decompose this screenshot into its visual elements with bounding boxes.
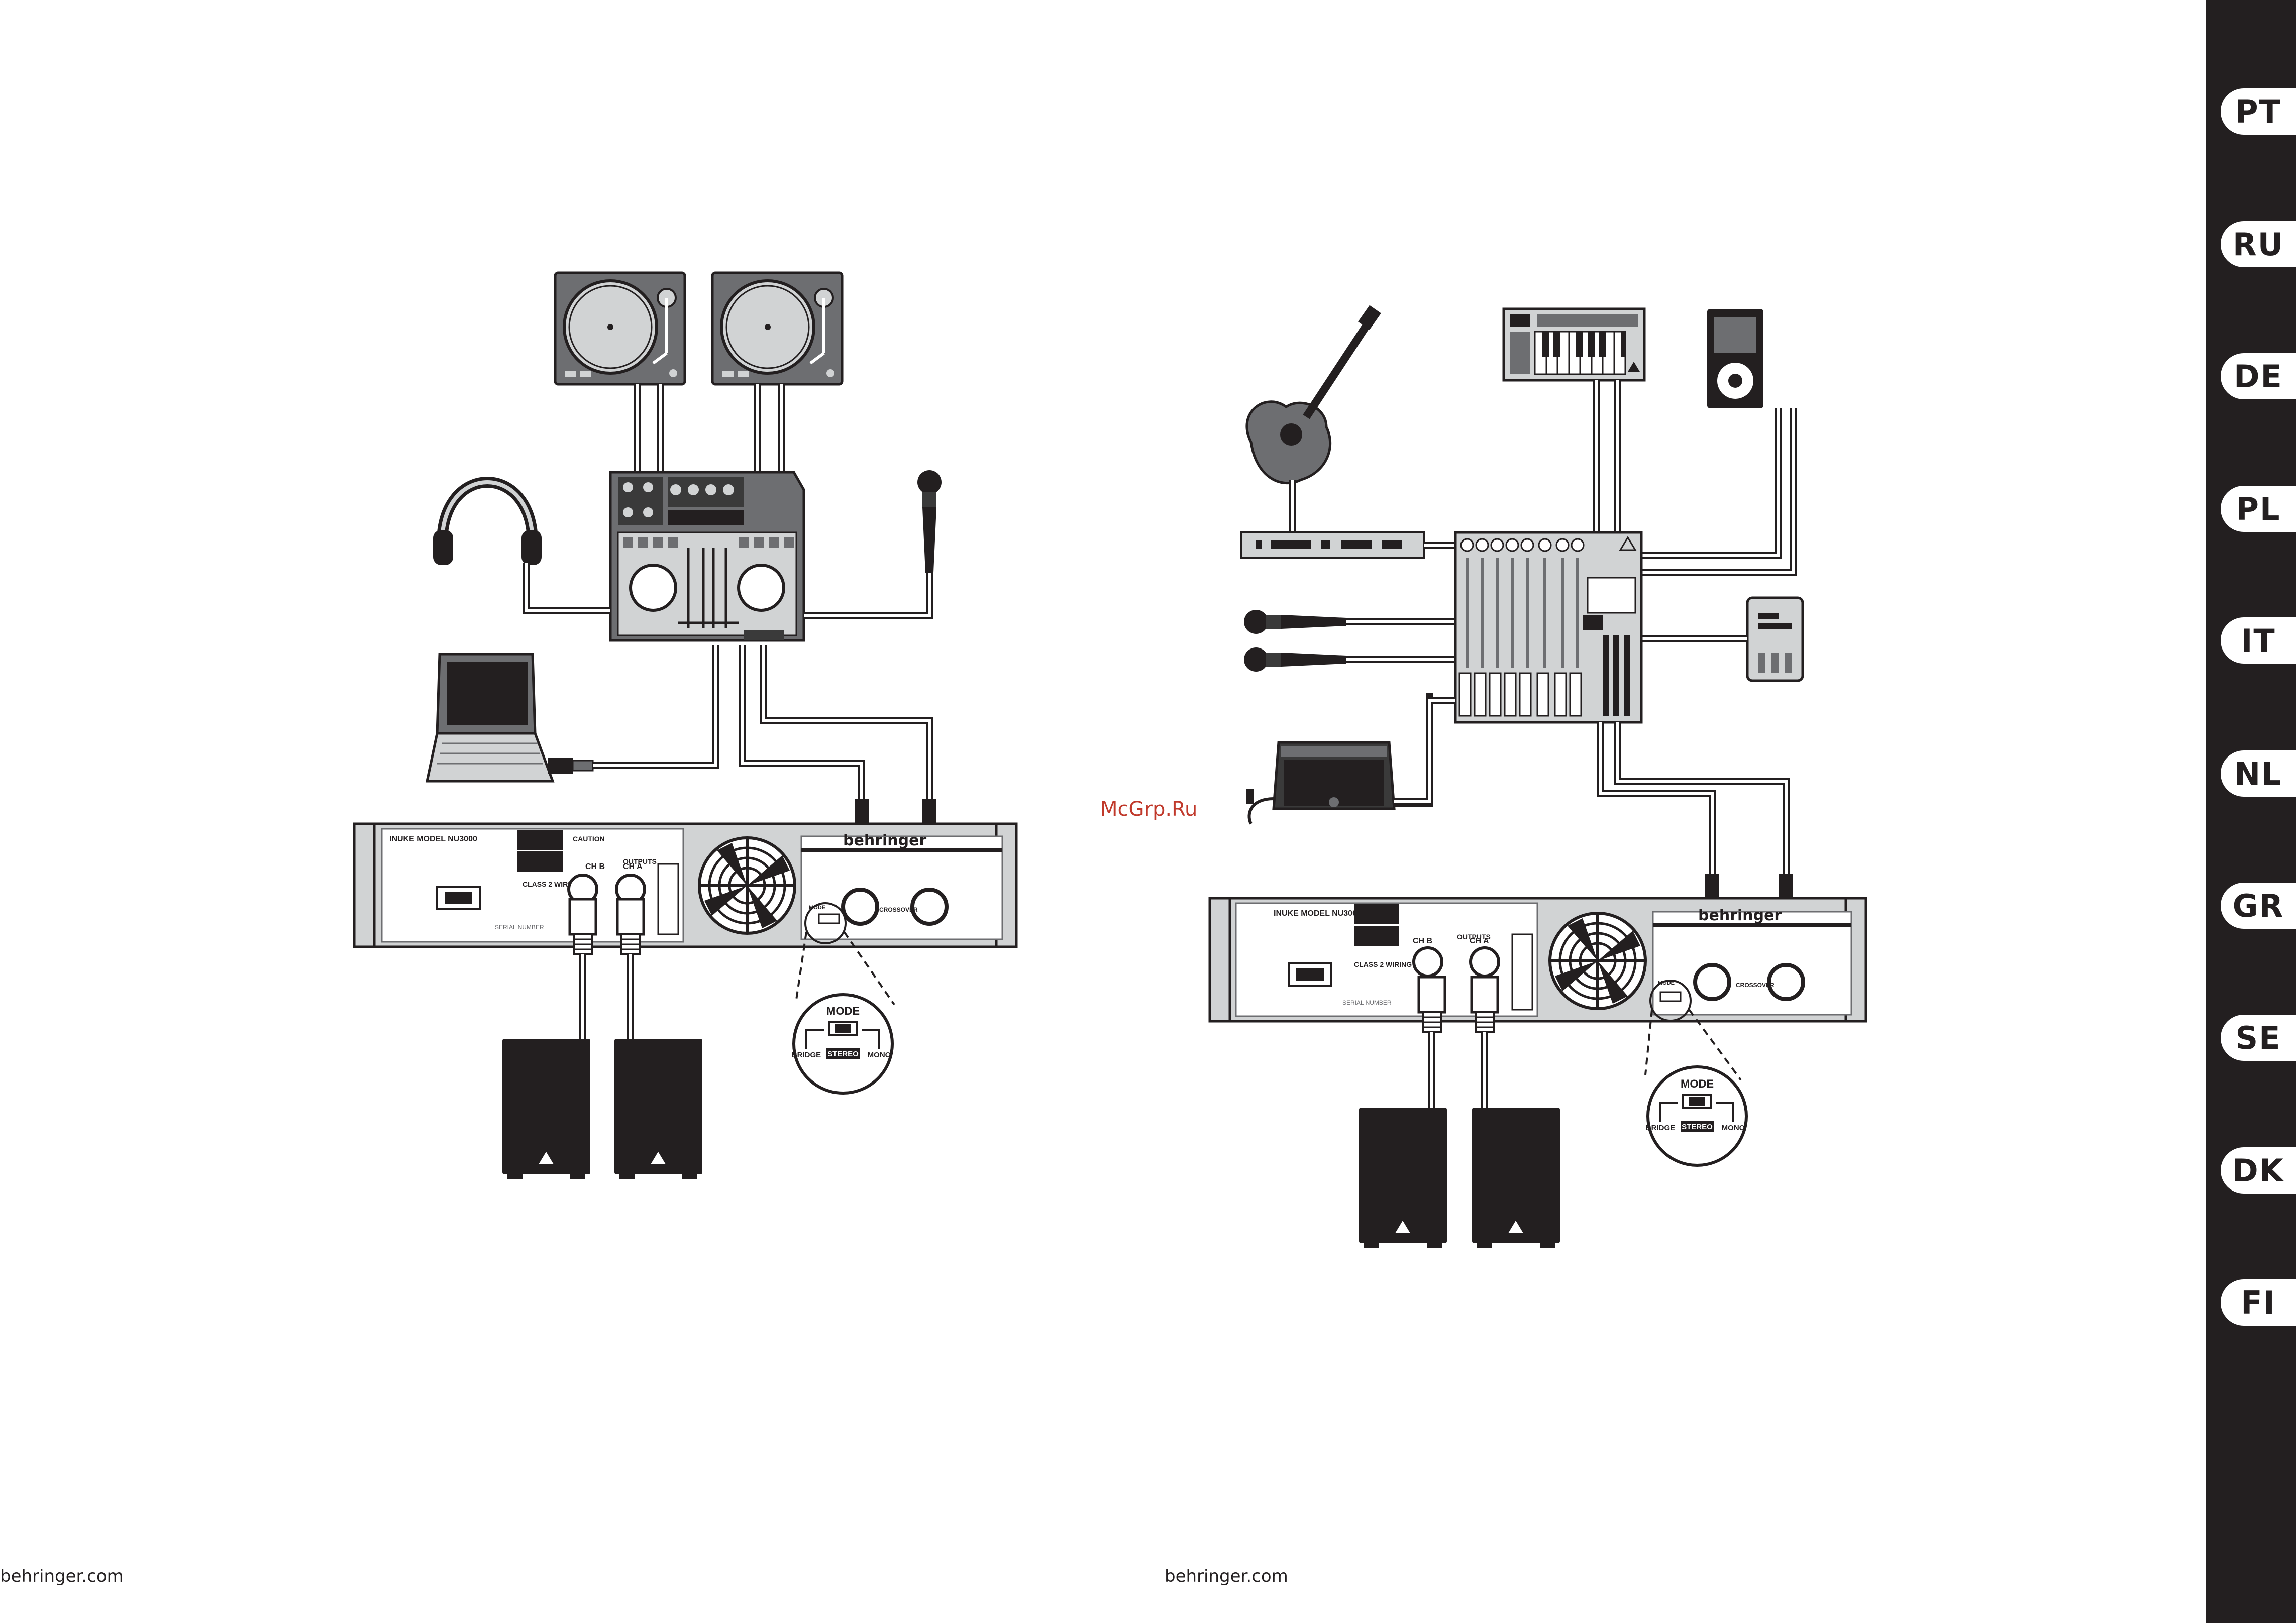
microphone-2: [1244, 647, 1346, 672]
svg-text:CROSSOVER: CROSSOVER: [879, 906, 918, 913]
turntable-cables: [634, 384, 785, 472]
mode-callout-left: MODE BRIDGE STEREO MONO: [792, 993, 894, 1095]
lang-tab-it[interactable]: IT: [2221, 617, 2296, 664]
svg-text:OUTPUTS: OUTPUTS: [623, 857, 657, 865]
acoustic-guitar: [1245, 305, 1381, 485]
lang-tab-de[interactable]: DE: [2221, 353, 2296, 399]
svg-text:CH A: CH A: [1470, 937, 1489, 945]
lang-tab-pl[interactable]: PL: [2221, 486, 2296, 532]
headphones: [433, 477, 542, 565]
lang-tab-fi[interactable]: FI: [2221, 1279, 2296, 1326]
di-box: [1240, 531, 1425, 559]
svg-text:MONO: MONO: [868, 1051, 891, 1059]
lang-tab-nl[interactable]: NL: [2221, 750, 2296, 797]
amp-brand-right: behringer: [1698, 907, 1782, 924]
svg-text:MODE: MODE: [809, 905, 825, 911]
svg-text:BRIDGE: BRIDGE: [1646, 1124, 1675, 1132]
speaker-left-2: [614, 1039, 702, 1179]
speaker-right-1: [1359, 1108, 1447, 1248]
svg-text:MONO: MONO: [1722, 1124, 1745, 1132]
svg-text:CAUTION: CAUTION: [573, 835, 605, 843]
lang-tab-dk[interactable]: DK: [2221, 1147, 2296, 1194]
lang-tab-ru[interactable]: RU: [2221, 221, 2296, 267]
laptop: [425, 653, 594, 783]
svg-text:CH B: CH B: [585, 862, 605, 871]
mixer: [1454, 531, 1643, 724]
amp-model-right: INUKE MODEL NU3000: [1274, 909, 1362, 918]
svg-text:MODE: MODE: [1681, 1077, 1714, 1090]
footer-right-brand: behringer.com: [1165, 1566, 1288, 1586]
guitar-amp: [1246, 741, 1396, 825]
svg-text:SERIAL NUMBER: SERIAL NUMBER: [1342, 999, 1392, 1006]
lang-tab-pt[interactable]: PT: [2221, 88, 2296, 135]
svg-text:BRIDGE: BRIDGE: [792, 1051, 821, 1059]
language-sidebar: PT RU DE PL IT NL GR SE DK FI: [2206, 0, 2296, 1623]
svg-text:CH A: CH A: [623, 862, 643, 871]
speaker-right-2: [1472, 1108, 1560, 1248]
svg-text:STEREO: STEREO: [827, 1050, 859, 1058]
left-setup: INUKE MODEL NU3000 CLASS 2 WIRING CAUTIO…: [353, 273, 1018, 1179]
svg-text:CLASS 2 WIRING: CLASS 2 WIRING: [1354, 960, 1412, 968]
watermark: McGrp.Ru: [1100, 798, 1198, 821]
mode-callout-right: MODE BRIDGE STEREO MONO: [1646, 1065, 1748, 1167]
lang-tab-gr[interactable]: GR: [2221, 883, 2296, 929]
right-setup: INUKE MODEL NU3000 CLASS 2 WIRING OUTPUT…: [1208, 305, 1867, 1248]
dj-controller: [609, 471, 805, 642]
microphone: [917, 470, 942, 573]
midi-keyboard: [1502, 307, 1646, 382]
svg-text:STEREO: STEREO: [1682, 1123, 1713, 1131]
amp-brand-left: behringer: [843, 832, 926, 849]
footer-left-brand: behringer.com: [0, 1566, 124, 1586]
footswitch: [1746, 596, 1804, 682]
microphone-1: [1244, 610, 1346, 634]
turntable-right: [712, 273, 842, 384]
speaker-left-1: [502, 1039, 590, 1179]
svg-text:OUTPUTS: OUTPUTS: [1457, 933, 1491, 941]
svg-text:SERIAL NUMBER: SERIAL NUMBER: [495, 924, 544, 931]
svg-text:CROSSOVER: CROSSOVER: [1736, 982, 1775, 989]
turntable-left: [555, 273, 685, 384]
svg-text:MODE: MODE: [826, 1005, 860, 1017]
svg-text:CH B: CH B: [1413, 937, 1432, 945]
setup-diagram: INUKE MODEL NU3000 CLASS 2 WIRING CAUTIO…: [353, 0, 1867, 1248]
amplifier-right: INUKE MODEL NU3000 CLASS 2 WIRING OUTPUT…: [1208, 897, 1867, 1023]
svg-text:CLASS 2 WIRING: CLASS 2 WIRING: [523, 880, 580, 888]
amplifier-left: INUKE MODEL NU3000 CLASS 2 WIRING CAUTIO…: [353, 822, 1018, 948]
mp3-player: [1707, 309, 1763, 408]
amp-model-left: INUKE MODEL NU3000: [389, 835, 477, 843]
lang-tab-se[interactable]: SE: [2221, 1015, 2296, 1061]
